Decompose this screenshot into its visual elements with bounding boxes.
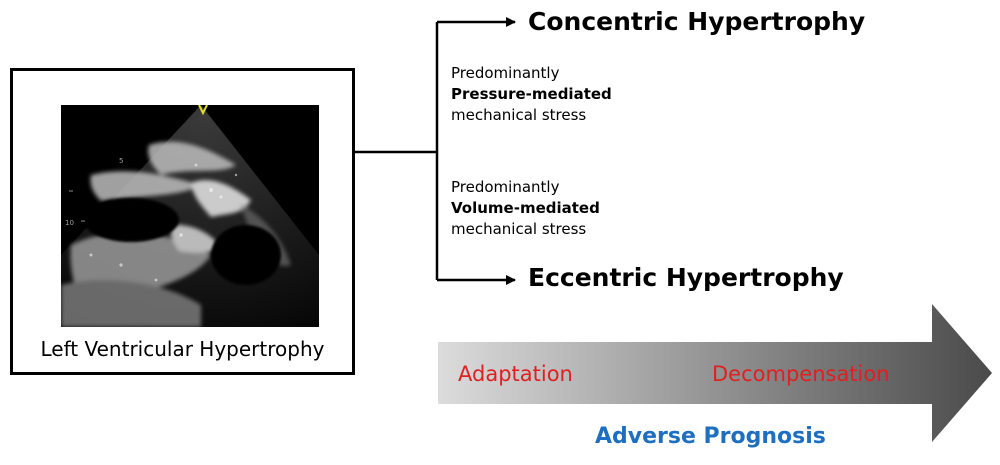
volume-stress-note: Predominantly Volume-mediated mechanical… (451, 177, 600, 240)
lvh-label: Left Ventricular Hypertrophy (40, 337, 325, 361)
volume-note-emphasis: Volume-mediated (451, 199, 600, 217)
eccentric-hypertrophy-title: Eccentric Hypertrophy (528, 263, 844, 292)
pressure-note-line1: Predominantly (451, 64, 560, 82)
decompensation-label: Decompensation (712, 362, 890, 386)
adaptation-label: Adaptation (458, 362, 573, 386)
svg-text:5: 5 (119, 157, 123, 165)
volume-note-line1: Predominantly (451, 178, 560, 196)
lvh-panel: 10 5 Left Ventricular Hypertrophy (10, 68, 355, 375)
concentric-hypertrophy-title: Concentric Hypertrophy (528, 7, 866, 36)
echocardiogram-image: 10 5 (61, 105, 319, 327)
svg-text:10: 10 (65, 219, 74, 227)
pressure-note-emphasis: Pressure-mediated (451, 85, 612, 103)
prognosis-arrow (438, 304, 992, 442)
volume-note-line3: mechanical stress (451, 220, 587, 238)
pressure-note-line3: mechanical stress (451, 106, 587, 124)
adverse-prognosis-label: Adverse Prognosis (595, 424, 826, 449)
pressure-stress-note: Predominantly Pressure-mediated mechanic… (451, 63, 612, 126)
